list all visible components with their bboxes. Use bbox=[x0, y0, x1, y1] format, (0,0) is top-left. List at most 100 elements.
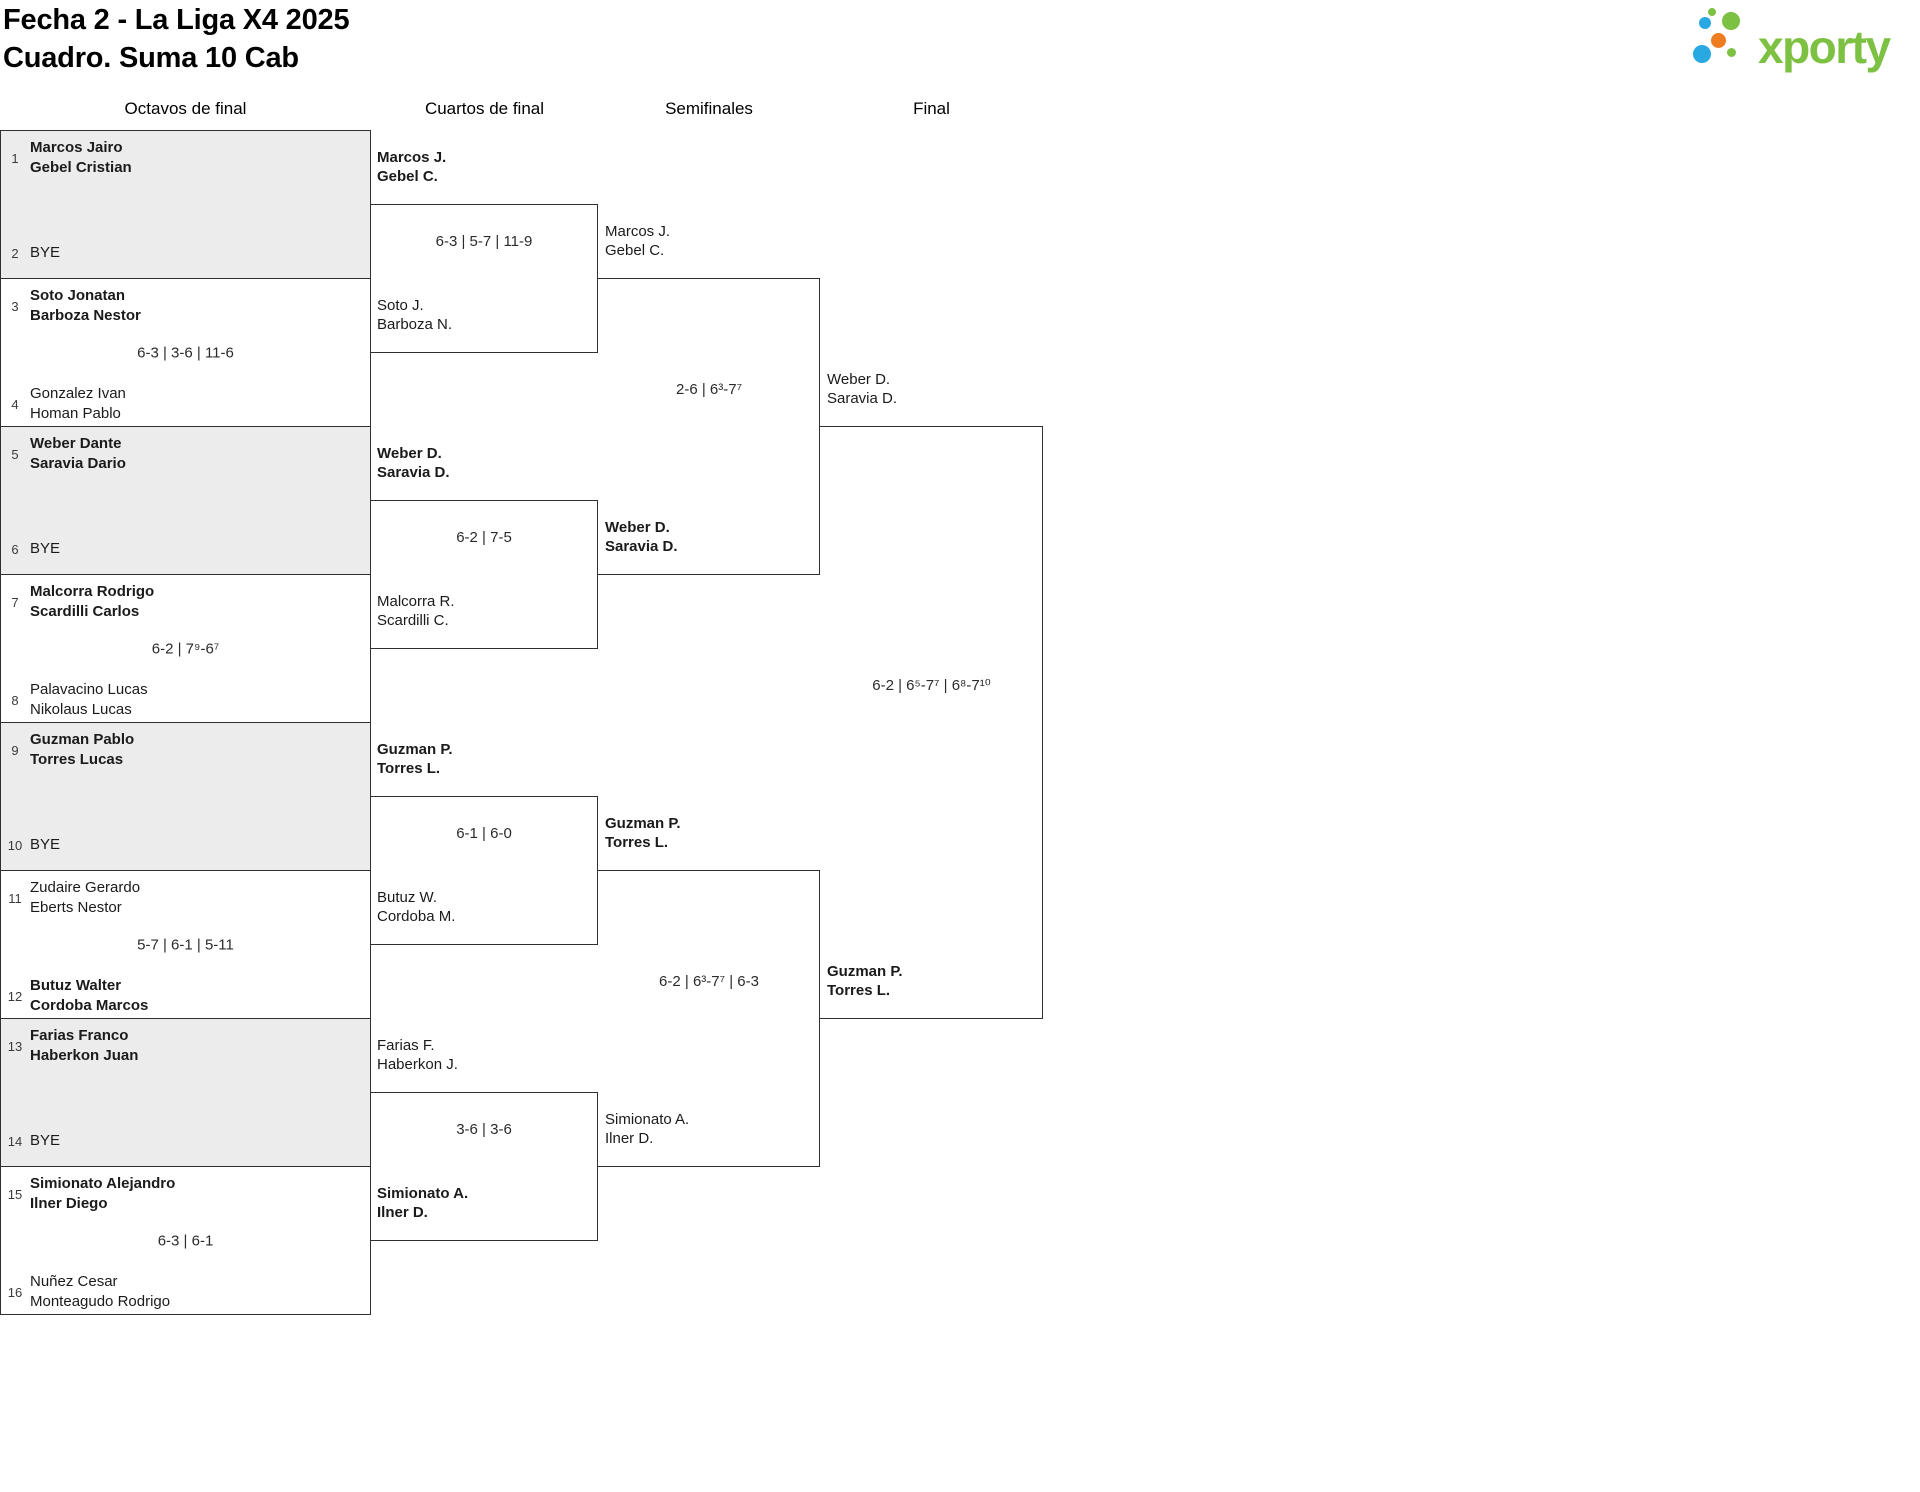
seed-number: 5 bbox=[11, 446, 19, 462]
seed-number: 11 bbox=[8, 890, 22, 906]
sf2-top-team: Guzman P.Torres L. bbox=[605, 815, 681, 851]
team-player-1: Guzman Pablo bbox=[30, 731, 135, 748]
qf-match-1[interactable] bbox=[370, 204, 598, 353]
qf-match-3[interactable] bbox=[370, 796, 598, 945]
bye-label: BYE bbox=[30, 836, 61, 853]
team-player-2: Barboza Nestor bbox=[30, 307, 141, 324]
team-player-1: Butuz Walter bbox=[30, 977, 122, 994]
qf1-score: 6-3 | 5-7 | 11-9 bbox=[435, 233, 533, 250]
qf3-score: 6-1 | 6-0 bbox=[456, 825, 512, 842]
sf2-score: 6-2 | 6³-7⁷ | 6-3 bbox=[659, 973, 759, 990]
team-player-2: Torres Lucas bbox=[30, 751, 124, 768]
qf1-bottom-team: Soto J.Barboza N. bbox=[377, 297, 453, 333]
seed-number: 12 bbox=[7, 988, 23, 1004]
qf2-top-team: Weber D.Saravia D. bbox=[377, 445, 450, 481]
seed-number: 1 bbox=[11, 150, 19, 166]
logo-dot-icon bbox=[1711, 33, 1726, 48]
column-header-cuartos: Cuartos de final bbox=[424, 99, 545, 118]
page-title: Fecha 2 - La Liga X4 2025 Cuadro. Suma 1… bbox=[3, 1, 350, 77]
team-player-1: Gonzalez Ivan bbox=[30, 385, 126, 402]
team-player-1: Palavacino Lucas bbox=[30, 681, 148, 698]
qf4-bottom-team: Simionato A.Ilner D. bbox=[377, 1185, 469, 1221]
sf2-bottom-team: Simionato A.Ilner D. bbox=[605, 1111, 690, 1147]
seed-number: 15 bbox=[7, 1186, 23, 1202]
team-player-2: Gebel Cristian bbox=[30, 159, 132, 176]
qf4-top-team: Farias F.Haberkon J. bbox=[377, 1037, 458, 1073]
bye-label: BYE bbox=[30, 540, 61, 557]
logo-wordmark: xporty bbox=[1758, 21, 1891, 73]
seed-number: 13 bbox=[7, 1038, 23, 1054]
team-player-2: Cordoba Marcos bbox=[30, 997, 149, 1014]
match-score: 6-3 | 6-1 bbox=[157, 1232, 214, 1249]
sf1-bottom-team: Weber D.Saravia D. bbox=[605, 519, 678, 555]
team-player-1: Nuñez Cesar bbox=[30, 1273, 118, 1290]
logo-dot-icon bbox=[1722, 12, 1740, 30]
seed-number: 2 bbox=[11, 245, 19, 261]
column-header-semifinales: Semifinales bbox=[665, 99, 753, 118]
logo-dot-icon bbox=[1708, 8, 1716, 16]
qf3-top-team: Guzman P.Torres L. bbox=[377, 741, 453, 777]
logo-dot-icon bbox=[1693, 45, 1711, 63]
team-player-2: Scardilli Carlos bbox=[30, 603, 140, 620]
qf-match-4[interactable] bbox=[370, 1092, 598, 1241]
sf-match-2[interactable] bbox=[598, 870, 820, 1167]
sf1-score: 2-6 | 6³-7⁷ bbox=[675, 381, 742, 398]
match-score: 6-3 | 3-6 | 11-6 bbox=[137, 344, 234, 361]
seed-number: 9 bbox=[11, 742, 19, 758]
final-match[interactable] bbox=[820, 426, 1043, 1019]
bye-slot: 2 BYE bbox=[5, 243, 60, 263]
bye-slot: 14 BYE bbox=[5, 1131, 60, 1151]
column-header-octavos: Octavos de final bbox=[124, 99, 247, 118]
team-player-2: Ilner Diego bbox=[30, 1195, 108, 1212]
champion-team: Guzman P.Torres L. bbox=[827, 963, 903, 999]
bye-label: BYE bbox=[30, 244, 61, 261]
final-top-team: Weber D.Saravia D. bbox=[827, 371, 898, 407]
seed-number: 16 bbox=[7, 1284, 23, 1300]
team-player-1: Marcos Jairo bbox=[30, 139, 123, 156]
match-score: 5-7 | 6-1 | 5-11 bbox=[137, 936, 234, 953]
team-player-1: Zudaire Gerardo bbox=[30, 879, 141, 896]
team-player-1: Weber Dante bbox=[30, 435, 122, 452]
qf-match-2[interactable] bbox=[370, 500, 598, 649]
team-player-1: Simionato Alejandro bbox=[30, 1175, 176, 1192]
qf4-score: 3-6 | 3-6 bbox=[456, 1121, 512, 1138]
team-player-1: Soto Jonatan bbox=[30, 287, 126, 304]
logo-dot-icon bbox=[1699, 17, 1711, 29]
team-player-2: Nikolaus Lucas bbox=[30, 701, 132, 718]
team-player-2: Saravia Dario bbox=[30, 455, 126, 472]
xporty-logo[interactable]: xporty bbox=[1688, 2, 1920, 74]
team-player-1: Farias Franco bbox=[30, 1027, 129, 1044]
qf2-bottom-team: Malcorra R.Scardilli C. bbox=[377, 593, 455, 629]
bye-label: BYE bbox=[30, 1132, 61, 1149]
tournament-title: Fecha 2 - La Liga X4 2025 bbox=[3, 4, 350, 36]
bracket-subtitle: Cuadro. Suma 10 Cab bbox=[3, 42, 299, 74]
match-score: 6-2 | 7⁹-6⁷ bbox=[151, 640, 220, 657]
seed-number: 14 bbox=[7, 1133, 23, 1149]
column-header-final: Final bbox=[913, 99, 950, 118]
seed-number: 4 bbox=[11, 396, 19, 412]
sf1-top-team: Marcos J.Gebel C. bbox=[605, 223, 671, 259]
team-player-2: Eberts Nestor bbox=[30, 899, 122, 916]
sf-match-1[interactable] bbox=[598, 278, 820, 575]
seed-number: 10 bbox=[7, 837, 23, 853]
